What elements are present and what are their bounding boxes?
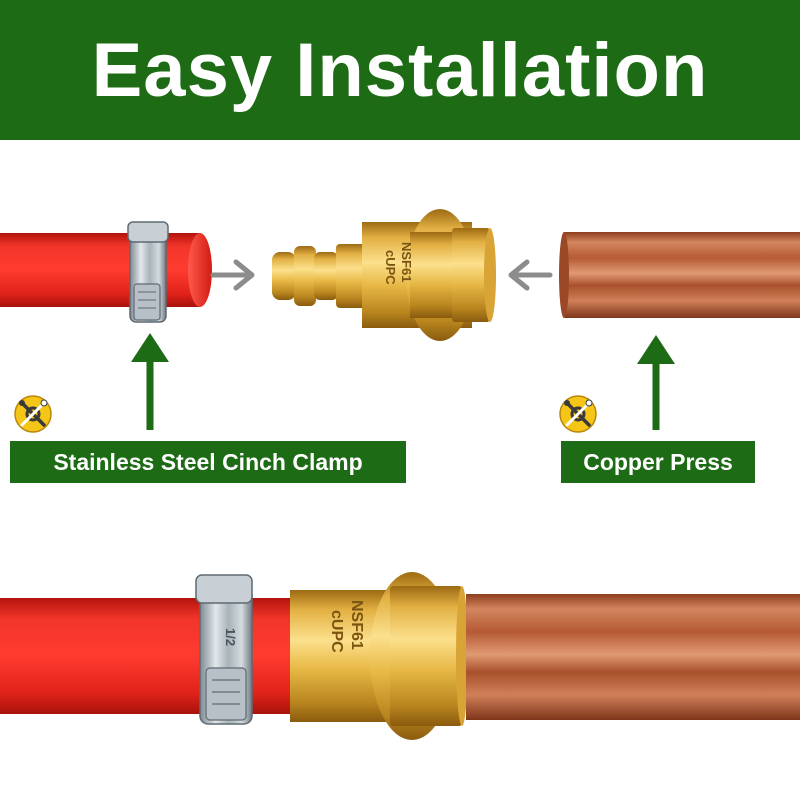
pex-pipe-bottom xyxy=(0,598,300,714)
wrench-gear-icon-left xyxy=(14,395,52,433)
pex-pipe-top xyxy=(0,233,212,307)
clamp-label-text: Stainless Steel Cinch Clamp xyxy=(53,448,363,475)
cinch-clamp-bottom: 1/2 xyxy=(195,574,253,725)
fitting-marking-cupc: cUPC xyxy=(383,250,398,285)
brass-fitting-bottom: cUPC NSF61 xyxy=(290,572,468,740)
arrow-icon-gray-left xyxy=(210,259,255,291)
clamp-label: Stainless Steel Cinch Clamp xyxy=(10,441,406,483)
press-label-text: Copper Press xyxy=(583,448,733,475)
title-banner: Easy Installation xyxy=(0,0,800,140)
press-label: Copper Press xyxy=(561,441,755,483)
wrench-gear-icon-right xyxy=(559,395,597,433)
copper-pipe-bottom xyxy=(466,594,800,720)
fitting-marking-nsf-bottom: NSF61 xyxy=(348,600,365,650)
arrow-icon-green-right xyxy=(637,335,675,430)
brass-fitting-top: cUPC NSF61 xyxy=(272,209,496,341)
page-title: Easy Installation xyxy=(91,27,709,113)
arrow-icon-green-left xyxy=(131,333,169,430)
copper-pipe-top xyxy=(559,232,800,318)
arrow-icon-gray-right xyxy=(508,259,553,291)
fitting-marking-nsf: NSF61 xyxy=(399,242,414,282)
cinch-clamp-top xyxy=(127,221,169,323)
clamp-marking: 1/2 xyxy=(223,628,238,646)
fitting-marking-cupc-bottom: cUPC xyxy=(328,610,345,653)
